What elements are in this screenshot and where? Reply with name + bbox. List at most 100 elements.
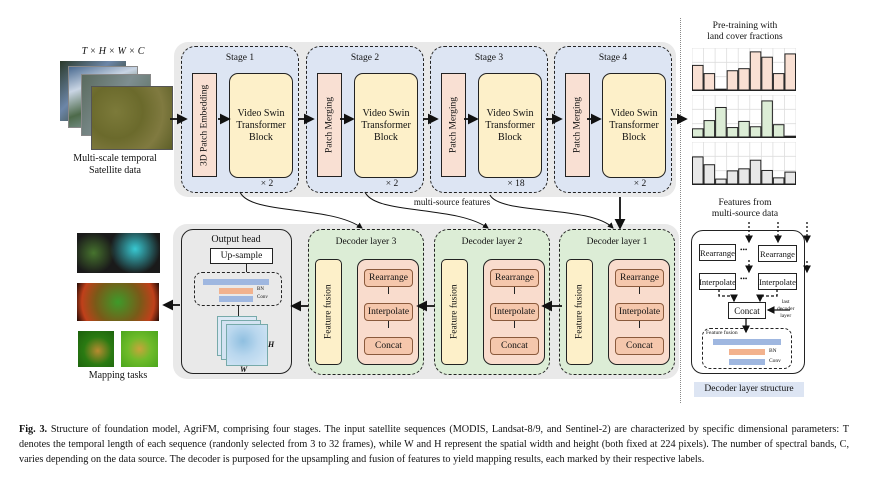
decoder-structure-title: Features from multi-source data xyxy=(690,198,800,220)
input-caption: Multi-scale temporal Satellite data xyxy=(55,153,175,177)
video-swin-block: Video Swin Transformer Block xyxy=(478,73,542,178)
fraction-chart-2 xyxy=(692,95,796,138)
decoder-layer-2: Decoder layer 2 Feature fusion Rearrange… xyxy=(434,229,550,375)
label-line: Video Swin xyxy=(486,107,534,119)
conv-label: Conv xyxy=(257,295,268,300)
figure-caption: Fig. 3. Structure of foundation model, A… xyxy=(19,422,849,467)
features-from-line2: multi-source data xyxy=(711,209,779,219)
upsample-box: Up-sample xyxy=(210,248,273,264)
video-swin-label: Video Swin Transformer Block xyxy=(485,108,535,144)
decoder-layer-title: Decoder layer 1 xyxy=(586,237,648,247)
fraction-chart-3 xyxy=(692,142,796,185)
mapping-image-2 xyxy=(77,283,159,321)
concat-op: Concat xyxy=(615,337,664,355)
rearrange-interpolate-concat-group: Rearrange Interpolate Concat xyxy=(357,259,419,365)
stage-title: Stage 4 xyxy=(598,53,628,63)
video-swin-block: Video Swin Transformer Block xyxy=(354,73,418,178)
skip-stage1-to-dec3 xyxy=(239,191,363,229)
label-line: Transformer xyxy=(485,119,535,131)
decoder-layer-structure-label: Decoder layer structure xyxy=(694,382,804,397)
w-label: W xyxy=(240,365,248,374)
video-swin-label: Video Swin Transformer Block xyxy=(236,108,286,144)
ds-rearrange-right: Rearrange xyxy=(758,245,797,262)
satellite-image-stack xyxy=(60,61,173,150)
encoder-stage-4: Stage 4 Patch Merging Video Swin Transfo… xyxy=(554,46,672,193)
interpolate-op: Interpolate xyxy=(364,303,413,321)
input-dims-label: T × H × W × C xyxy=(81,46,145,57)
ds-rearrange-left: Rearrange xyxy=(699,244,736,261)
video-swin-block: Video Swin Transformer Block xyxy=(602,73,666,178)
video-swin-label: Video Swin Transformer Block xyxy=(361,108,411,144)
repeat-count: × 2 xyxy=(260,179,274,189)
ds-arrow-interp-concat-left xyxy=(718,289,738,303)
stage-title: Stage 2 xyxy=(350,53,380,63)
decoder-layer-1: Decoder layer 1 Feature fusion Rearrange… xyxy=(559,229,675,375)
last-line: last xyxy=(781,299,790,305)
label-line: Video Swin xyxy=(237,107,285,119)
repeat-count: × 2 xyxy=(385,179,399,189)
rearrange-op: Rearrange xyxy=(364,269,413,287)
mapping-image-1 xyxy=(77,233,160,273)
multi-source-features-label: multi-source features xyxy=(413,197,491,207)
ds-conv-label: Conv xyxy=(769,358,781,364)
input-caption-line2: Satellite data xyxy=(89,165,141,176)
pretraining-title-line2: land cover fractions xyxy=(707,32,783,42)
skip-stage3-to-dec1 xyxy=(489,194,614,229)
label-line: Block xyxy=(622,131,646,143)
ds-ellipsis-2: ••• xyxy=(740,275,748,283)
rearrange-interpolate-concat-group: Rearrange Interpolate Concat xyxy=(483,259,545,365)
ds-feature-fusion-label: Feature fusion xyxy=(706,330,738,336)
label-line: Block xyxy=(498,131,522,143)
rearrange-interpolate-concat-group: Rearrange Interpolate Concat xyxy=(608,259,670,365)
label-line: Block xyxy=(249,131,273,143)
ds-bn-label: BN xyxy=(769,348,777,354)
interpolate-op: Interpolate xyxy=(490,303,539,321)
layer-line: layer xyxy=(780,313,792,319)
h-label: H xyxy=(268,340,275,349)
mapping-image-3 xyxy=(78,331,114,367)
repeat-count: × 2 xyxy=(633,179,647,189)
label-line: Transformer xyxy=(609,119,659,131)
divider-line xyxy=(680,18,681,403)
decoder-layer-3: Decoder layer 3 Feature fusion Rearrange… xyxy=(308,229,424,375)
caption-text: Structure of foundation model, AgriFM, c… xyxy=(19,424,849,465)
stage-title: Stage 1 xyxy=(225,53,255,63)
label-line: Block xyxy=(374,131,398,143)
decoder-structure-box: Rearrange ••• Rearrange Interpolate ••• … xyxy=(691,230,805,374)
rearrange-op: Rearrange xyxy=(490,269,539,287)
decoder-layer-title: Decoder layer 3 xyxy=(335,237,397,247)
repeat-count: × 18 xyxy=(507,179,525,189)
ds-arrow-interp-concat-right xyxy=(756,289,778,303)
stage-title: Stage 3 xyxy=(474,53,504,63)
caption-fig-label: Fig. 3. xyxy=(19,424,48,435)
encoder-stage-2: Stage 2 Patch Merging Video Swin Transfo… xyxy=(306,46,424,193)
video-swin-label: Video Swin Transformer Block xyxy=(609,108,659,144)
ds-last-decoder-layer: last decoder layer xyxy=(777,299,794,320)
output-head-title: Output head xyxy=(211,234,261,245)
decoder-layer-title: Decoder layer 2 xyxy=(461,237,523,247)
concat-op: Concat xyxy=(490,337,539,355)
input-caption-line1: Multi-scale temporal xyxy=(73,153,157,164)
conv-bn-block: BN Conv xyxy=(194,272,282,306)
output-head: Output head Up-sample BN Conv H W xyxy=(181,229,292,374)
label-line: Video Swin xyxy=(610,107,658,119)
video-swin-block: Video Swin Transformer Block xyxy=(229,73,293,178)
concat-op: Concat xyxy=(364,337,413,355)
pretraining-title: Pre-training with land cover fractions xyxy=(690,21,800,43)
ds-ellipsis-1: ••• xyxy=(740,246,748,254)
fraction-chart-1 xyxy=(692,48,796,91)
skip-stage2-to-dec2 xyxy=(364,191,489,229)
label-line: Video Swin xyxy=(362,107,410,119)
mapping-tasks-label: Mapping tasks xyxy=(88,370,148,381)
rearrange-op: Rearrange xyxy=(615,269,664,287)
label-line: Transformer xyxy=(361,119,411,131)
ds-interpolate-right: Interpolate xyxy=(758,273,797,290)
label-line: Transformer xyxy=(236,119,286,131)
ds-concat: Concat xyxy=(728,302,766,319)
pretraining-title-line1: Pre-training with xyxy=(712,21,778,31)
features-from-line1: Features from xyxy=(718,198,772,208)
output-map-stack xyxy=(217,316,268,366)
ds-interpolate-left: Interpolate xyxy=(699,273,736,290)
interpolate-op: Interpolate xyxy=(615,303,664,321)
mapping-image-4 xyxy=(121,331,158,367)
